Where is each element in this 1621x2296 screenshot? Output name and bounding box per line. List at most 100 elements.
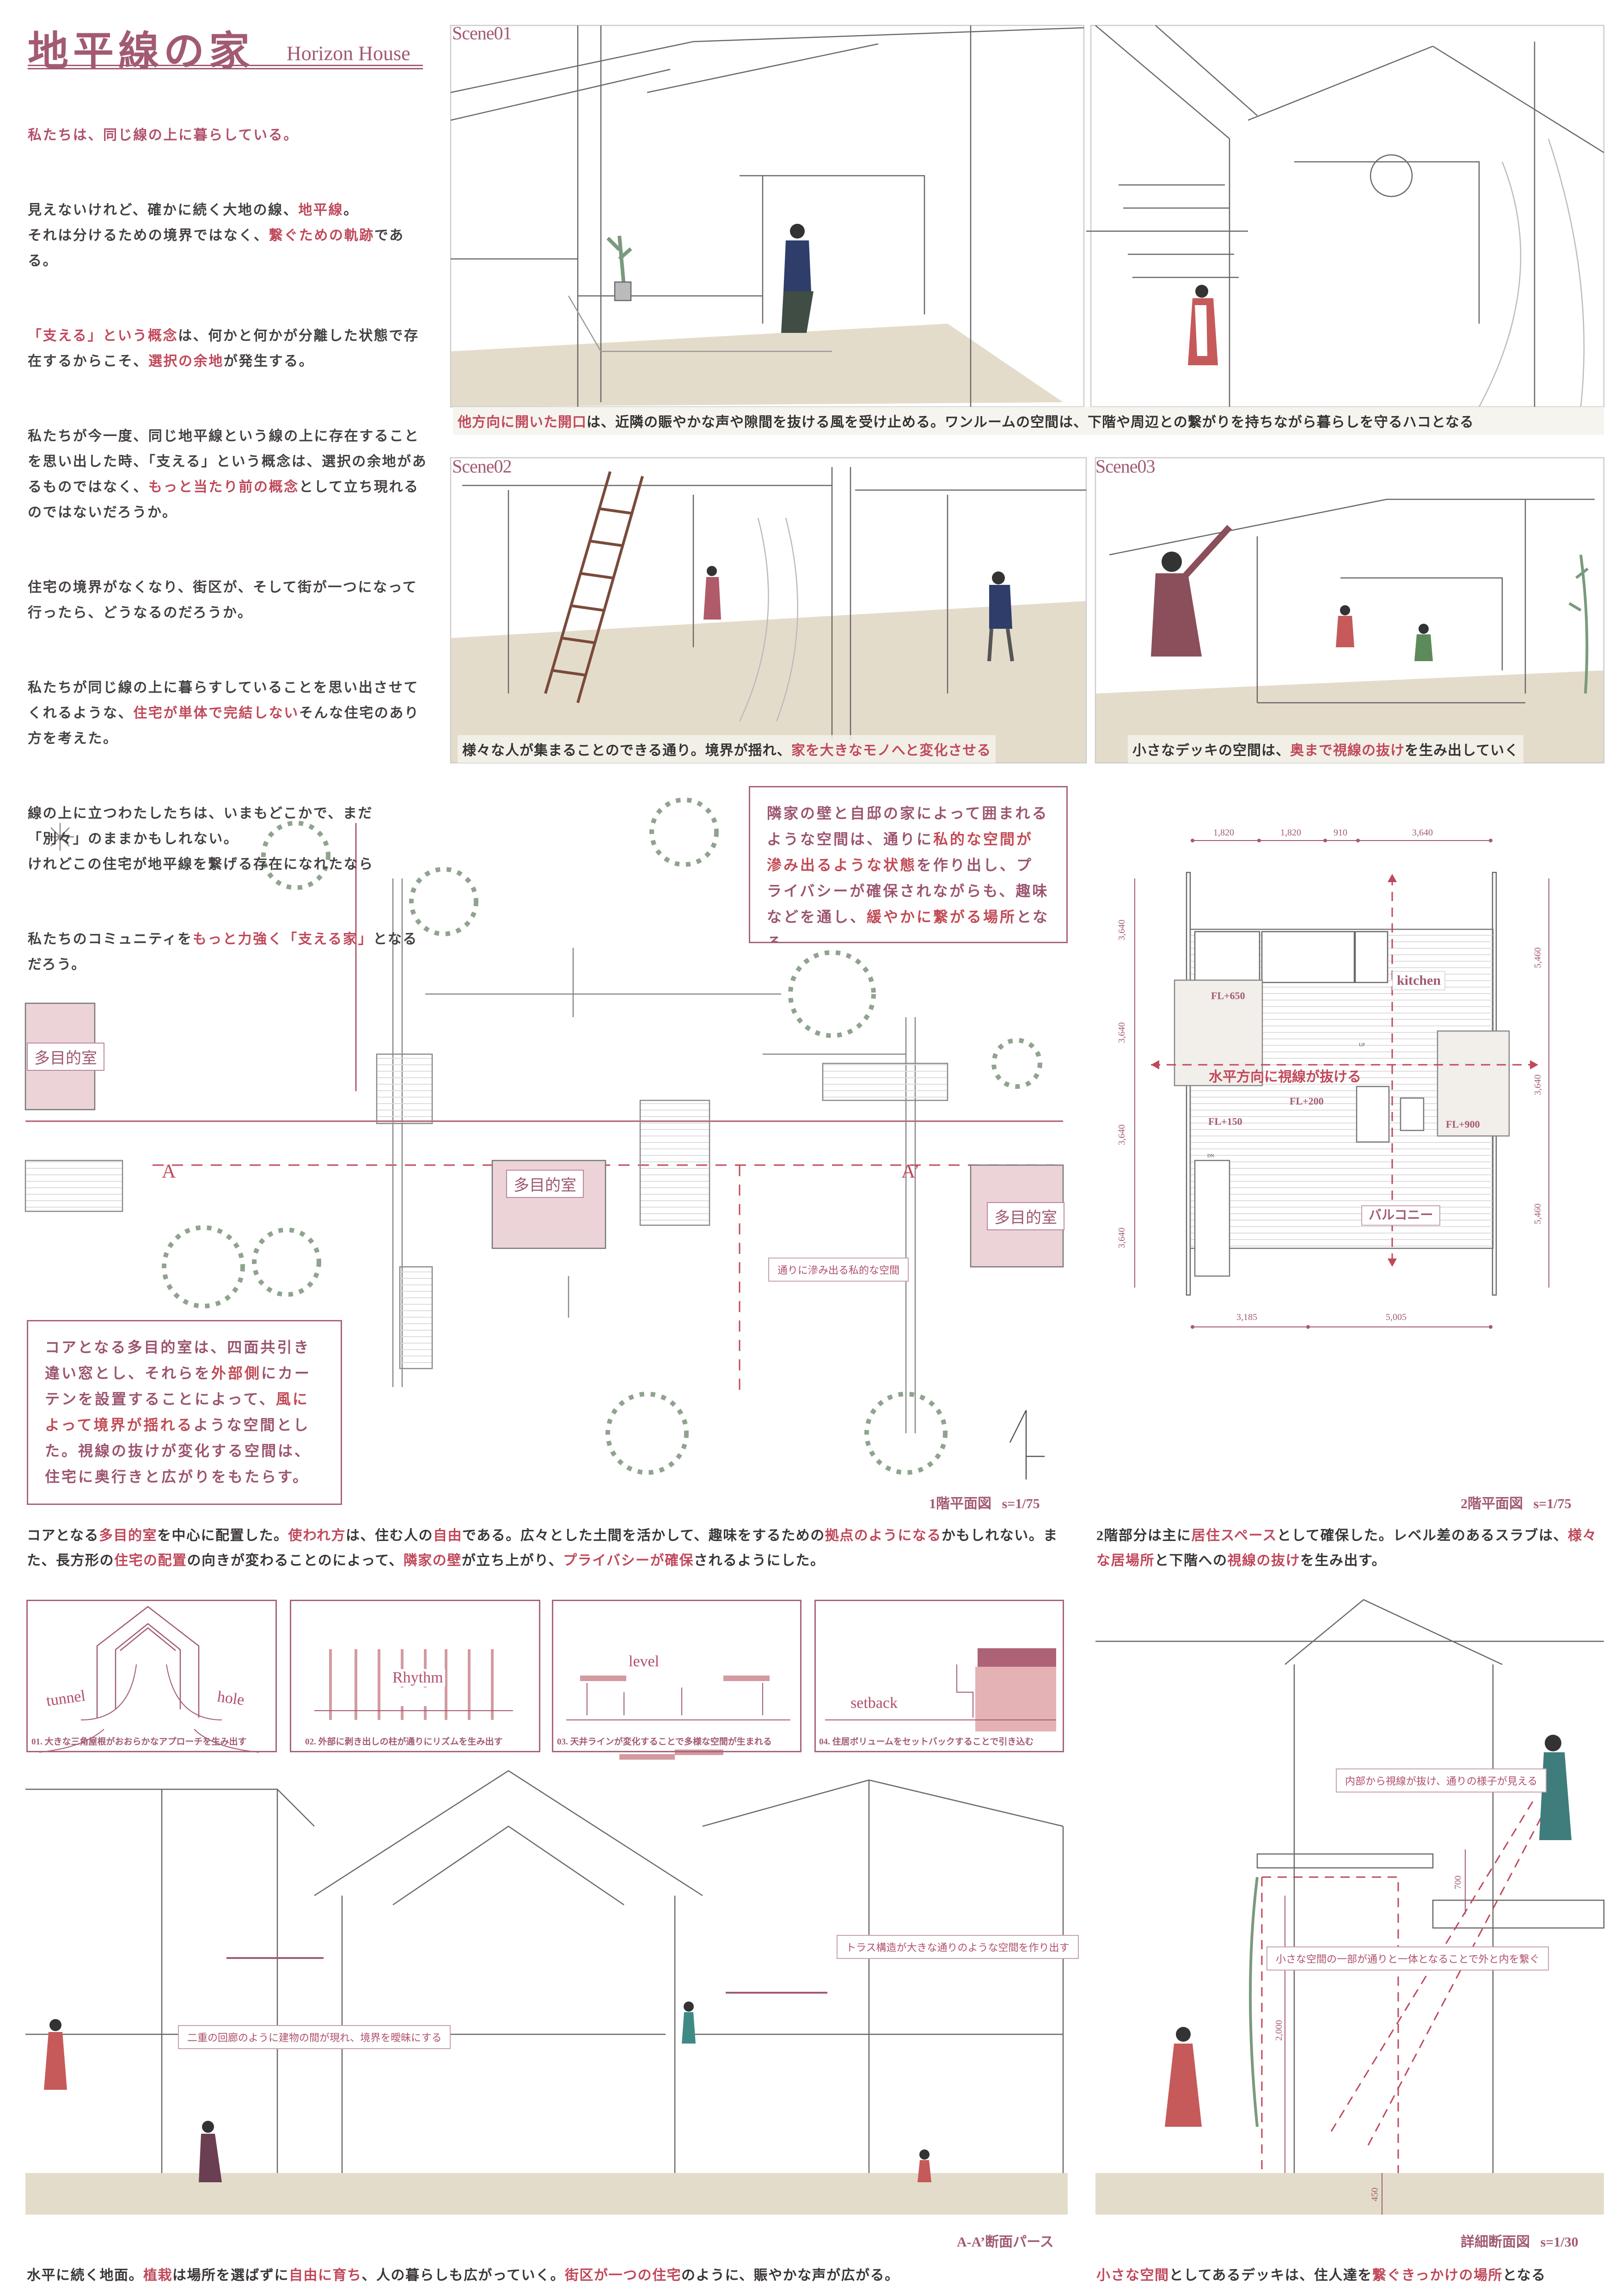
text-segment: は、住む人の: [346, 1528, 433, 1543]
text-segment: である。: [28, 228, 404, 269]
text-segment: は、何かと何かが分離した状態で存在するからこそ、: [28, 328, 419, 369]
highlight-text: 視線の抜け: [1227, 1553, 1300, 1568]
text-segment: 水平に続く地面。: [27, 2268, 143, 2283]
highlight-text: 風によって境界が揺れる: [45, 1391, 309, 1433]
dim-left: 3,640: [1117, 1124, 1127, 1145]
intro-paragraph: 住宅の境界がなくなり、街区が、そして街が一つになって行ったら、どうなるのだろうか…: [28, 575, 430, 626]
dim-top: 1,820: [1213, 828, 1234, 838]
person-icon: [703, 566, 721, 620]
scene02-caption: 様々な人が集まることのできる通り。境界が揺れ、家を大きなモノへと変化させる: [458, 735, 996, 763]
dim-detail: 2,000: [1274, 2020, 1284, 2041]
text-segment: 私たちが同じ線の上に暮らすしていることを思い出させてくれるような、: [28, 680, 419, 721]
intro-paragraph: 私たちが同じ線の上に暮らすしていることを思い出させてくれるような、住宅が単体で完…: [28, 675, 430, 751]
detail-note: 内部から視線が抜け、通りの様子が見える: [1336, 1768, 1547, 1793]
text-segment: 様々な人が集まることのできる通り。境界が揺れ、: [462, 743, 791, 758]
concept-box-rhythm: [290, 1600, 540, 1752]
person-icon: [1188, 285, 1218, 365]
highlight-text: 自由に育ち: [289, 2268, 362, 2283]
person-icon: [1165, 2027, 1202, 2127]
highlight-text: 隣家の壁: [403, 1553, 462, 1568]
dim-right: 5,460: [1533, 1203, 1543, 1224]
text-segment: にカーテンを設置することによって、: [45, 1365, 312, 1407]
person-icon: [1336, 605, 1354, 647]
text-segment: となる。: [767, 909, 1050, 943]
section-mark-a-prime: A’: [901, 1161, 920, 1182]
concept-caption: 03. 天井ラインが変化することで多様な空間が生まれる: [557, 1737, 772, 1747]
highlight-text: 様々な居場所: [1096, 1528, 1597, 1568]
text-segment: そんな住宅のあり方を考えた。: [28, 706, 420, 746]
text-segment: ような空間とした。視線の抜けが変化する空間は、住宅に奥行きと広がりをもたらす。: [45, 1417, 312, 1485]
concept-caption: 02. 外部に剥き出しの柱が通りにリズムを生み出す: [305, 1737, 503, 1747]
level-label: FL+150: [1208, 1116, 1242, 1127]
highlight-text: 多目的室: [99, 1528, 157, 1543]
highlight-text: 居住スペース: [1191, 1528, 1277, 1543]
title-underline: [28, 65, 423, 69]
ladder-icon: [544, 471, 644, 703]
scene01-illustration: [450, 25, 1605, 408]
room-label-multipurpose: 多目的室: [506, 1170, 584, 1198]
dim-top: 1,820: [1280, 828, 1301, 838]
person-icon: [44, 2019, 67, 2090]
text-segment: 小さなデッキの空間は、: [1132, 743, 1290, 758]
highlight-text: 選択の余地: [148, 354, 224, 369]
highlight-text: もっと力強く「支える家」: [192, 932, 373, 947]
drawing-scale: s=1/75: [1002, 1496, 1040, 1511]
poster-subtitle: Horizon House: [287, 42, 410, 65]
text-segment: である。広々とした土間を活かして、趣味をするための: [462, 1528, 825, 1543]
concept-word-setback: setback: [850, 1694, 898, 1712]
concept-box-setback: [814, 1600, 1064, 1752]
intro-paragraph: 「支える」という概念は、何かと何かが分離した状態で存在するからこそ、選択の余地が…: [28, 323, 430, 374]
text-segment: コアとなる: [27, 1528, 99, 1543]
text-segment: 私たちが今一度、同じ地平線という線の上に存在することを思い出した時、「支える」と…: [28, 429, 428, 495]
highlight-text: 街区が一つの住宅: [565, 2268, 681, 2283]
text-segment: 。 それは分けるための境界ではなく、: [28, 203, 359, 243]
highlight-text: 他方向に開いた開口: [458, 415, 587, 430]
text-segment: かもしれない。また、長方形の: [27, 1528, 1058, 1568]
highlight-text: 繋ぐきっかけの場所: [1372, 2268, 1503, 2283]
dim-left: 3,640: [1117, 920, 1127, 940]
concept-box-tunnel: [26, 1600, 277, 1752]
plan1f-title: 1階平面図 s=1/75: [929, 1496, 1040, 1512]
room-label-multipurpose: 多目的室: [27, 1043, 104, 1071]
plan1f-callout-top: 隣家の壁と自邸の家によって囲まれるような空間は、通りに私的な空間が滲み出るような…: [749, 786, 1068, 943]
text-segment: 隣家の壁と自邸の家によって囲まれるような空間は、通りに: [767, 805, 1049, 847]
concept-word-rhythm: Rhythm: [391, 1669, 445, 1687]
intro-paragraph: 線の上に立つわたしたちは、いまもどこかで、まだ 「別々」のままかもしれない。 け…: [28, 801, 430, 877]
highlight-text: 使われ方: [288, 1528, 346, 1543]
dim-top: 3,640: [1412, 828, 1433, 838]
sightline-label: 水平方向に視線が抜ける: [1209, 1069, 1361, 1085]
text-segment: 見えないけれど、確かに続く大地の線、: [28, 203, 299, 218]
drawing-title: 詳細断面図: [1461, 2235, 1530, 2250]
concept-word-level: level: [629, 1653, 660, 1670]
person-icon: [987, 571, 1014, 662]
text-segment: となる: [1503, 2268, 1546, 2283]
level-label: FL+900: [1446, 1118, 1480, 1130]
concept-caption: 01. 大きな三角屋根がおおらかなアプローチを生み出す: [31, 1737, 247, 1747]
highlight-text: 緩やかに繋がる場所: [867, 909, 1017, 925]
intro-text: 私たちは、同じ線の上に暮らしている。 見えないけれど、確かに続く大地の線、地平線…: [28, 97, 430, 1027]
section-aa-drawing: [25, 1770, 1068, 2215]
plant-icon: [606, 235, 632, 301]
text-segment: と下階への: [1155, 1553, 1228, 1568]
highlight-text: 拠点のようになる: [825, 1528, 942, 1543]
section-mark-a: A: [162, 1161, 176, 1182]
text-segment: が立ち上がり、: [461, 1553, 563, 1568]
plan-2f-drawing: [1134, 839, 1549, 1329]
text-segment: を作り出し、プライバシーが確保されながらも、趣味などを通し、: [767, 857, 1049, 925]
section-note: トラス構造が大きな通りのような空間を作り出す: [837, 1935, 1079, 1959]
highlight-text: もっと当たり前の概念: [148, 479, 299, 495]
person-icon: [1151, 525, 1232, 657]
highlight-text: 「支える」という概念: [28, 328, 178, 344]
dim-right: 5,460: [1533, 947, 1543, 968]
level-label: FL+200: [1290, 1095, 1324, 1107]
drawing-scale: s=1/30: [1540, 2235, 1578, 2250]
text-segment: は場所を選ばずに: [172, 2268, 289, 2283]
highlight-text: 奥まで視線の抜け: [1290, 743, 1405, 758]
text-segment: の向きが変わることのによって、: [187, 1553, 404, 1568]
stair-down-label: DN: [1207, 1154, 1214, 1159]
concept-box-level: [552, 1600, 801, 1752]
dim-bottom: 5,005: [1386, 1312, 1407, 1322]
scene02-label: Scene02: [452, 456, 512, 477]
text-segment: が発生する。: [223, 354, 314, 369]
highlight-text: 繋ぐための軌跡: [269, 228, 374, 243]
